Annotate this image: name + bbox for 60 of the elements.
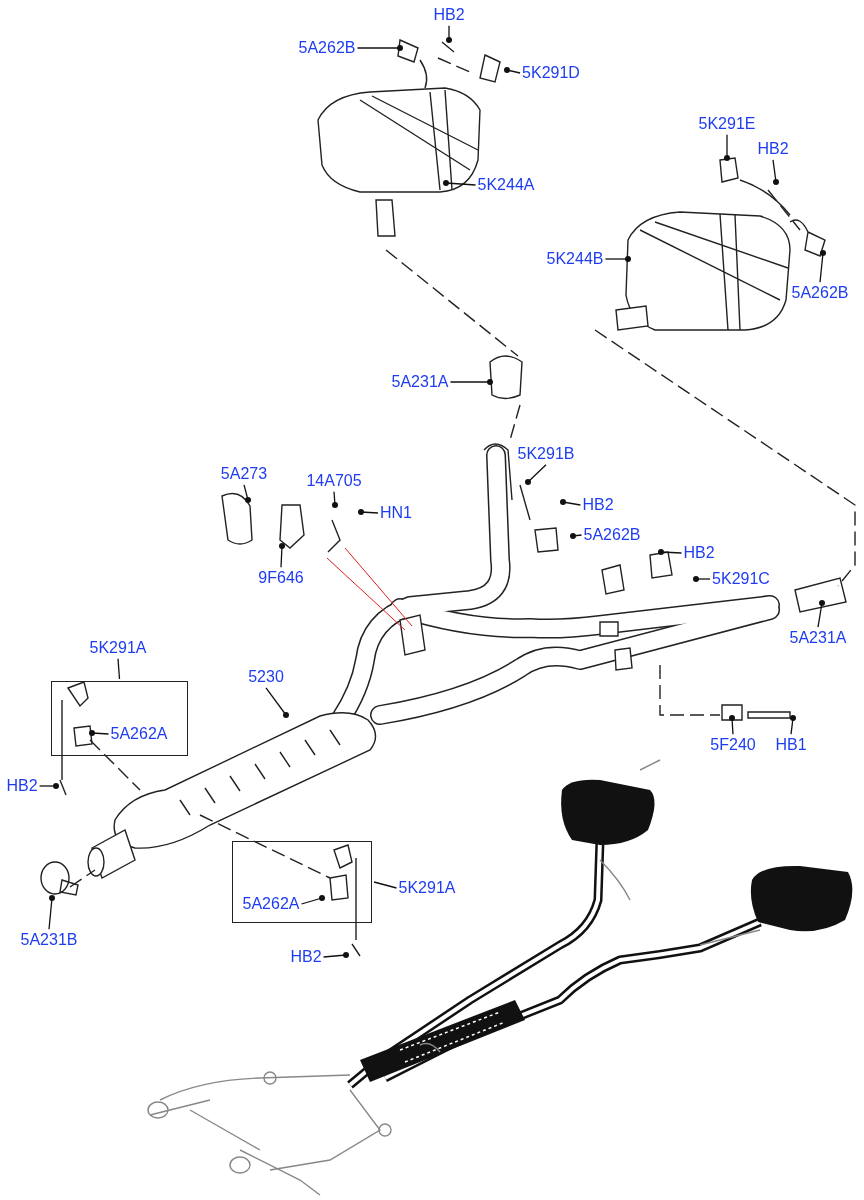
leader-line [504, 67, 521, 74]
callout-number: 5A231B [20, 931, 78, 949]
callout-number: 5K244A [477, 176, 535, 194]
leader-line [658, 549, 683, 555]
leader-line [525, 464, 547, 485]
callout-number: 5K244B [546, 250, 604, 268]
bracket-frame [232, 841, 372, 923]
callout-number: 14A705 [306, 472, 362, 490]
leader-line [117, 658, 121, 680]
callout-number: HB2 [6, 777, 38, 795]
callout-number: HB2 [683, 544, 715, 562]
leader-line [819, 250, 826, 283]
callout-number: 5A231A [391, 373, 449, 391]
callout-number: 5A262B [298, 39, 356, 57]
leader-line [300, 895, 325, 905]
callout-number: HB2 [290, 948, 322, 966]
callout-number: HN1 [380, 504, 412, 522]
callout-number: 5K291A [89, 639, 147, 657]
callout-number: 5F240 [710, 736, 756, 754]
callout-number: 5230 [248, 668, 284, 686]
leader-line [356, 45, 403, 51]
leader-line [48, 895, 55, 930]
callout-number: HB2 [757, 140, 789, 158]
callout-number: 5K291D [522, 64, 580, 82]
leader-line [38, 783, 59, 789]
callout-number: 5A231A [789, 629, 847, 647]
leader-line [446, 25, 452, 43]
callout-number: 5A273 [220, 465, 268, 483]
leader-line [449, 379, 493, 385]
leader-line [604, 256, 631, 262]
leader-line [322, 952, 349, 958]
callout-number: 5A262B [791, 284, 849, 302]
leader-line [772, 159, 779, 185]
callout-number: HB2 [433, 6, 465, 24]
callout-number: 9F646 [258, 569, 304, 587]
leader-line [729, 715, 735, 735]
callout-number: 5K291A [398, 879, 456, 897]
leader-line [243, 484, 251, 503]
callout-number: 5A262A [242, 895, 300, 913]
leader-line [570, 533, 583, 539]
callout-number: 5K291B [517, 445, 575, 463]
callout-number: 5A262A [110, 725, 168, 743]
callout-number: 5A262B [583, 526, 641, 544]
leader-line [817, 600, 825, 628]
leader-line [89, 730, 110, 736]
leader-line [693, 576, 711, 582]
leader-line [373, 881, 398, 889]
bracket-frame [51, 681, 188, 756]
callout-number: 5K291C [712, 570, 770, 588]
callout-number: HB2 [582, 496, 614, 514]
leader-line [724, 134, 730, 161]
leader-line [790, 715, 796, 735]
leader-line [265, 687, 289, 718]
callout-number: HB1 [775, 736, 807, 754]
leader-line [443, 180, 477, 186]
leader-line [332, 491, 338, 508]
callout-number: 5K291E [698, 115, 756, 133]
leader-line [560, 499, 582, 506]
leader-line [279, 543, 285, 568]
leader-line [358, 509, 379, 515]
